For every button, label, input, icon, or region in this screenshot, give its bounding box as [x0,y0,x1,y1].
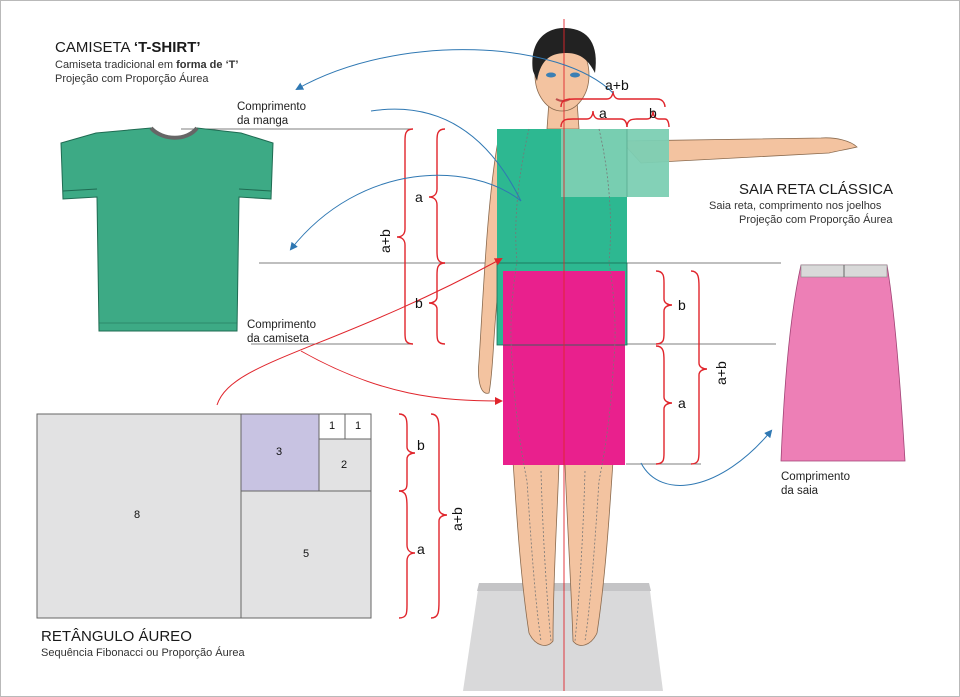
fib-square-1b: 1 [355,420,362,432]
sleeve-a-label: a [599,105,607,121]
sleeve-projection [561,129,669,197]
torso-aplusb-label: a+b [377,229,393,253]
tshirt-title-text: CAMISETA [55,39,130,56]
sleeve-length-label-1: Comprimento [237,101,307,113]
fib-square-3: 3 [276,446,283,458]
sleeve-length-label-2: da manga [237,115,289,127]
tshirt-illustration [60,126,274,332]
tshirt-length-label-2: da camiseta [247,333,310,345]
skirt-title: SAIA RETA CLÁSSICA [739,181,893,198]
golden-rectangle-subtitle: Sequência Fibonacci ou Proporção Áurea [41,647,245,659]
skirt-subtitle-1: Saia reta, comprimento nos joelhos [709,200,882,212]
golden-a-label: a [417,541,425,557]
skirt-a-label: a [678,395,686,411]
golden-rectangle-figure [36,413,372,619]
mannequin-stand [463,583,663,691]
tshirt-subtitle-text: Camiseta tradicional em [55,59,173,71]
body-outline [510,128,616,642]
skirt-b-label: b [678,297,686,313]
golden-b-label: b [417,437,425,453]
golden-aplusb-label: a+b [449,507,465,531]
fib-square-8: 8 [134,509,141,521]
sleeve-aplusb-label: a+b [605,77,629,93]
tshirt-subtitle-bold: forma de ‘T’ [176,59,239,71]
torso-a-label: a [415,189,423,205]
connector-arrows [216,49,773,486]
fib-square-1a: 1 [329,420,336,432]
tshirt-length-label-1: Comprimento [247,319,317,331]
skirt-length-label-2: da saia [781,485,819,497]
tshirt-subtitle-2: Projeção com Proporção Áurea [55,73,209,85]
golden-rectangle-title: RETÂNGULO ÁUREO [41,628,192,645]
skirt-length-label-1: Comprimento [781,471,851,483]
mannequin-head [532,27,596,112]
sleeve-b-label: b [649,105,657,121]
tshirt-subtitle: Camiseta tradicional em forma de ‘T’ [55,59,238,72]
skirt-illustration [780,264,906,462]
fib-square-5: 5 [303,548,310,560]
torso-b-label: b [415,295,423,311]
tshirt-title-bold: ‘T-SHIRT’ [133,39,201,56]
skirt-aplusb-label: a+b [713,361,729,385]
fib-square-2: 2 [341,459,348,471]
proportion-braces [396,90,708,619]
tshirt-title: CAMISETA ‘T-SHIRT’ [55,39,201,56]
skirt-subtitle-2: Projeção com Proporção Áurea [739,214,893,226]
